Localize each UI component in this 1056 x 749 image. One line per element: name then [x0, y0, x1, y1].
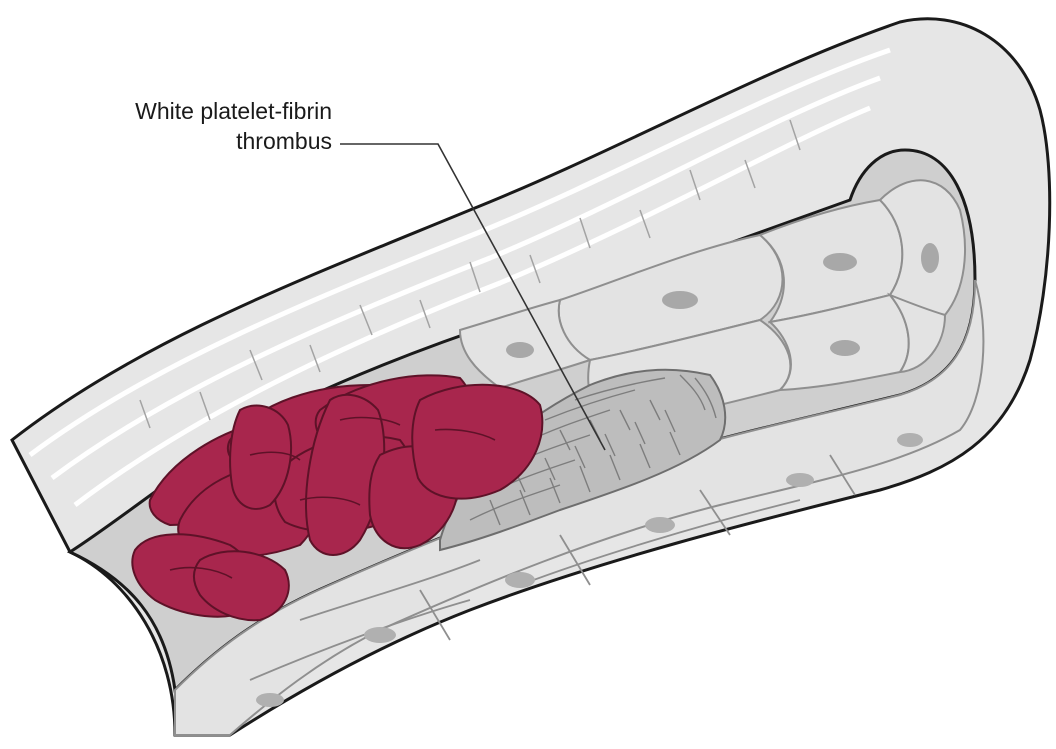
thrombus-label-line1: White platelet-fibrin	[40, 96, 332, 126]
thrombus-label-line2: thrombus	[40, 126, 332, 156]
thrombus-label: White platelet-fibrin thrombus	[40, 96, 332, 156]
